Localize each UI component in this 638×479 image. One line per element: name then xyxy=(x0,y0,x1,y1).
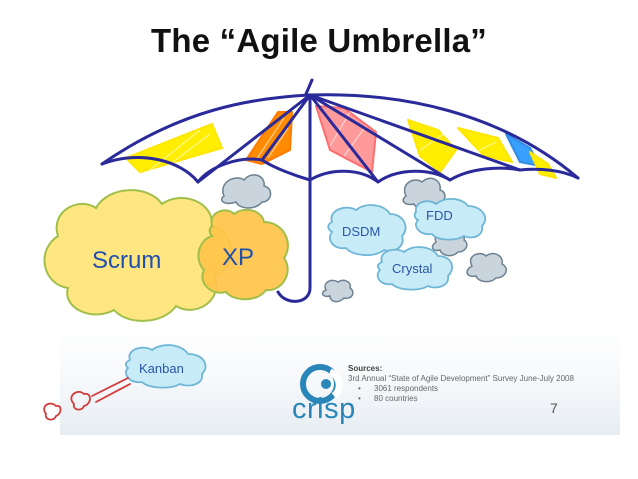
canopy-rib-4 xyxy=(308,93,380,184)
xp-cloud xyxy=(197,208,289,301)
umbrella-handle xyxy=(276,178,312,303)
sources-block: Sources: 3rd Annual “State of Agile Deve… xyxy=(348,364,574,404)
kanban-label: Kanban xyxy=(139,361,184,376)
sources-heading: Sources: xyxy=(348,364,383,373)
grey-cloud-5 xyxy=(321,279,354,303)
puff-1 xyxy=(70,391,91,411)
kanban-cloud xyxy=(124,344,207,389)
dsdm-label: DSDM xyxy=(342,224,381,239)
xp-label: XP xyxy=(222,244,255,271)
fdd-cloud xyxy=(413,198,487,241)
grey-cloud-2 xyxy=(402,177,446,210)
crisp-logo-mark xyxy=(300,364,343,404)
umbrella-canopy xyxy=(100,78,580,184)
dsdm-cloud xyxy=(327,204,407,256)
panel-orange xyxy=(245,111,293,165)
crystal-cloud xyxy=(376,246,453,291)
scrum-label: Scrum xyxy=(92,247,162,274)
canopy-rib-2 xyxy=(260,93,312,162)
motion-lines xyxy=(91,377,131,403)
crystal-label: Crystal xyxy=(392,261,433,276)
panel-yellow-right xyxy=(529,151,557,179)
slide-title: The “Agile Umbrella” xyxy=(151,22,487,59)
sources-bullet: •80 countries xyxy=(358,394,418,403)
panel-yellow-mid xyxy=(457,127,513,163)
sources-bullet-text: 80 countries xyxy=(374,394,418,403)
fdd-label: FDD xyxy=(426,208,453,223)
canopy-rib-1 xyxy=(196,93,312,184)
puff-trail xyxy=(43,391,91,421)
crisp-logo-text: crisp xyxy=(292,393,356,425)
canopy-rib-6 xyxy=(308,93,522,172)
page-number: 7 xyxy=(550,400,558,416)
sources-bullet: •3061 respondents xyxy=(358,384,439,393)
puff-2 xyxy=(43,402,62,421)
sources-bullet-text: 3061 respondents xyxy=(374,384,439,393)
sources-line: 3rd Annual “State of Agile Development” … xyxy=(348,374,574,383)
panel-yellow-left xyxy=(125,123,223,173)
grey-cloud-1 xyxy=(220,174,272,209)
canopy-tip xyxy=(304,78,314,96)
grey-cloud-4 xyxy=(466,252,507,283)
canopy-rib-5 xyxy=(308,93,452,182)
